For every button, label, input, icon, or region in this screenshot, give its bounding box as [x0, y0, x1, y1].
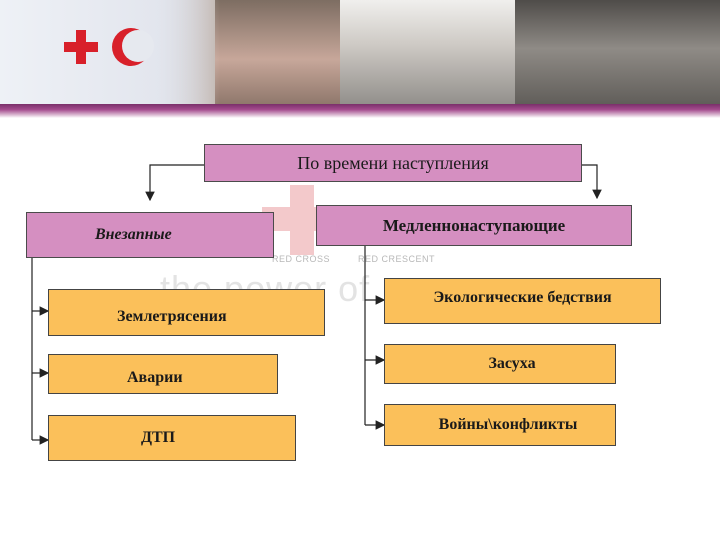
connector-root-right — [582, 164, 602, 200]
category-sudden-label: Внезапные — [95, 226, 172, 243]
item-wars-conflicts: Войны\конфликты — [384, 404, 616, 446]
item-ecological-disasters: Экологические бедствия — [384, 278, 661, 324]
item-earthquakes-label: Землетрясения — [117, 307, 227, 325]
banner-photo — [340, 0, 515, 108]
header-banner — [0, 0, 720, 108]
watermark-red-cross-label: RED CROSS — [272, 254, 331, 264]
banner-photo — [215, 0, 340, 108]
red-crescent-icon — [112, 28, 154, 66]
root-node: По времени наступления — [204, 144, 582, 182]
root-node-label: По времени наступления — [297, 152, 489, 173]
item-ecological-disasters-label: Экологические бедствия — [433, 289, 612, 306]
connector-root-left — [145, 164, 204, 202]
header-accent-stripe — [0, 104, 720, 118]
banner-logo-area — [0, 0, 220, 108]
category-slow-onset: Медленнонаступающие — [316, 205, 632, 246]
red-cross-icon — [64, 30, 98, 64]
watermark-red-crescent-label: RED CRESCENT — [358, 254, 436, 264]
item-drought-label: Засуха — [488, 355, 536, 372]
item-earthquakes: Землетрясения — [48, 289, 325, 336]
item-drought: Засуха — [384, 344, 616, 384]
item-traffic-accidents: ДТП — [48, 415, 296, 461]
item-accidents: Аварии — [48, 354, 278, 394]
item-traffic-accidents-label: ДТП — [141, 429, 176, 446]
banner-photo — [515, 0, 720, 108]
category-slow-onset-label: Медленнонаступающие — [382, 215, 566, 235]
item-wars-conflicts-label: Войны\конфликты — [438, 416, 578, 433]
item-accidents-label: Аварии — [127, 369, 183, 386]
category-sudden: Внезапные — [26, 212, 274, 258]
